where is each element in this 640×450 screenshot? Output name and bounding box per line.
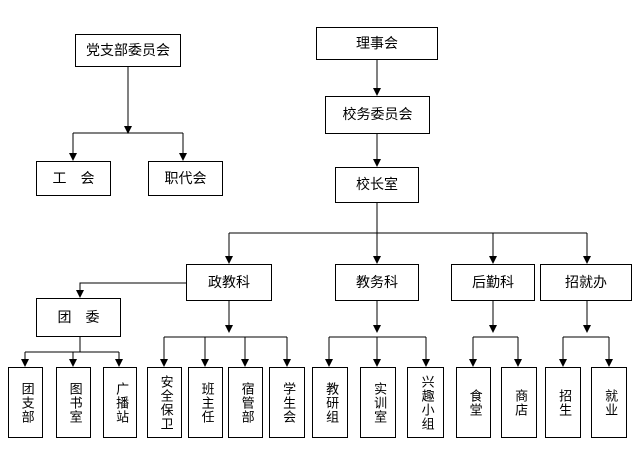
student-union-box: 学生会 — [269, 367, 305, 438]
canteen-label: 食堂 — [466, 388, 482, 417]
school-committee-label: 校务委员会 — [342, 107, 413, 123]
admissions-dept-box: 招就办 — [540, 264, 632, 301]
academic-dept-box: 教务科 — [335, 264, 419, 301]
union-label: 工 会 — [52, 170, 95, 187]
logistics-dept-box: 后勤科 — [451, 264, 535, 301]
youth-league-box: 团 委 — [36, 298, 121, 337]
admissions-dept-label: 招就办 — [565, 274, 607, 291]
party-branch-label: 党支部委员会 — [86, 42, 170, 59]
safety-label: 安全保卫 — [157, 374, 173, 431]
safety-box: 安全保卫 — [147, 367, 182, 438]
library-label: 图书室 — [66, 381, 82, 424]
dorm-label: 宿管部 — [238, 381, 254, 424]
board-label: 理事会 — [356, 35, 398, 52]
broadcast-box: 广播站 — [103, 367, 137, 438]
interest-group-label: 兴趣小组 — [418, 374, 434, 431]
staff-congress-box: 职代会 — [148, 161, 223, 196]
logistics-dept-label: 后勤科 — [472, 274, 514, 291]
league-branch-box: 团支部 — [8, 367, 43, 438]
training-room-label: 实训室 — [371, 381, 387, 424]
enrollment-box: 招生 — [545, 367, 581, 438]
training-room-box: 实训室 — [360, 367, 396, 438]
research-group-label: 教研组 — [323, 381, 339, 424]
political-dept-box: 政教科 — [186, 264, 272, 301]
board-box: 理事会 — [316, 27, 438, 60]
canteen-box: 食堂 — [456, 367, 491, 438]
research-group-box: 教研组 — [312, 367, 348, 438]
school-committee-box: 校务委员会 — [325, 96, 430, 134]
interest-group-box: 兴趣小组 — [407, 367, 444, 438]
staff-congress-label: 职代会 — [164, 170, 207, 187]
employment-box: 就业 — [591, 367, 627, 438]
class-teacher-label: 班主任 — [198, 381, 214, 424]
principal-office-box: 校长室 — [335, 167, 419, 203]
union-box: 工 会 — [36, 161, 111, 196]
principal-office-label: 校长室 — [356, 177, 398, 193]
dorm-box: 宿管部 — [228, 367, 263, 438]
shop-box: 商店 — [501, 367, 537, 438]
league-branch-label: 团支部 — [18, 381, 34, 424]
political-dept-label: 政教科 — [208, 274, 250, 291]
class-teacher-box: 班主任 — [188, 367, 223, 438]
student-union-label: 学生会 — [280, 381, 296, 424]
shop-label: 商店 — [512, 388, 528, 417]
broadcast-label: 广播站 — [113, 381, 129, 424]
library-box: 图书室 — [56, 367, 91, 438]
enrollment-label: 招生 — [556, 388, 572, 417]
academic-dept-label: 教务科 — [356, 274, 398, 291]
employment-label: 就业 — [602, 388, 618, 417]
party-branch-box: 党支部委员会 — [75, 34, 181, 67]
youth-league-label: 团 委 — [57, 309, 100, 326]
